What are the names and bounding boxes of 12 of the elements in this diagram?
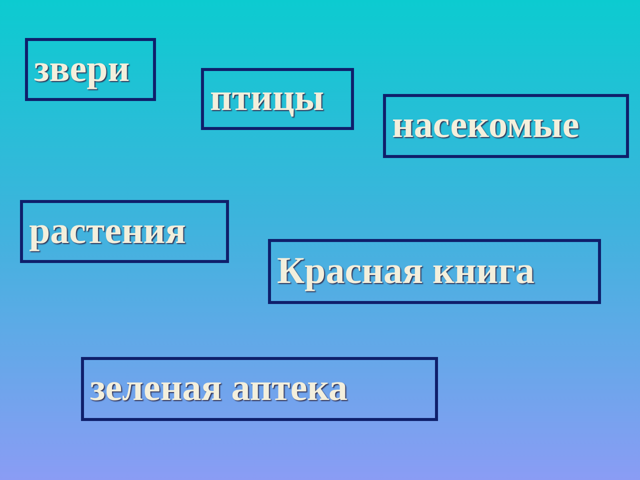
label-box: [81, 357, 438, 421]
box-text: Красная книга: [277, 250, 534, 292]
box-text: растения: [29, 210, 186, 252]
label-box: [20, 200, 229, 263]
box-text: зеленая аптека: [90, 368, 348, 410]
label-box: [268, 239, 601, 304]
label-box: [25, 38, 156, 101]
box-text: насекомые: [392, 105, 580, 147]
label-box: [383, 94, 629, 158]
box-text: звери: [34, 48, 130, 90]
box-text: птицы: [210, 78, 324, 120]
label-box: [201, 68, 354, 130]
